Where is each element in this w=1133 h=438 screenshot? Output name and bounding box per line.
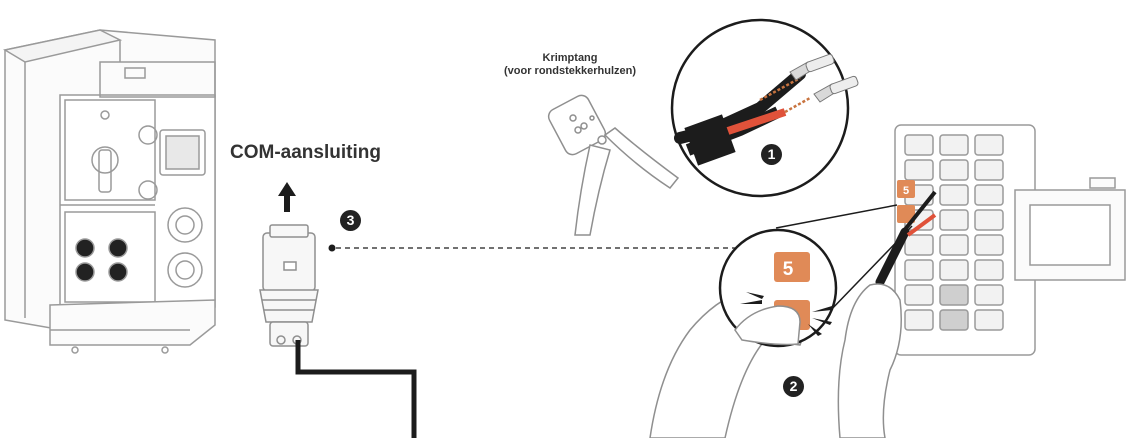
crimp-tool-label: Krimptang (voor rondstekkerhulzen) <box>470 52 670 78</box>
step-2-badge: 2 <box>783 376 804 397</box>
step-1-badge: 1 <box>761 144 782 165</box>
crimp-tool-note: (voor rondstekkerhulzen) <box>470 65 670 78</box>
up-arrow-icon <box>278 182 296 212</box>
terminal-block <box>895 125 1125 355</box>
com-connector <box>260 225 318 346</box>
crimp-tool-title: Krimptang <box>470 52 670 65</box>
guide-line-start-dot <box>329 245 336 252</box>
com-cable <box>298 340 414 438</box>
inverter-unit <box>5 30 215 353</box>
terminal-5-small-label: 5 <box>903 185 909 197</box>
step-3-badge: 3 <box>340 210 361 231</box>
crimp-tool-icon <box>546 93 678 235</box>
terminal-5-zoom-label: 5 <box>783 259 794 280</box>
com-port-label: COM-aansluiting <box>230 142 381 164</box>
